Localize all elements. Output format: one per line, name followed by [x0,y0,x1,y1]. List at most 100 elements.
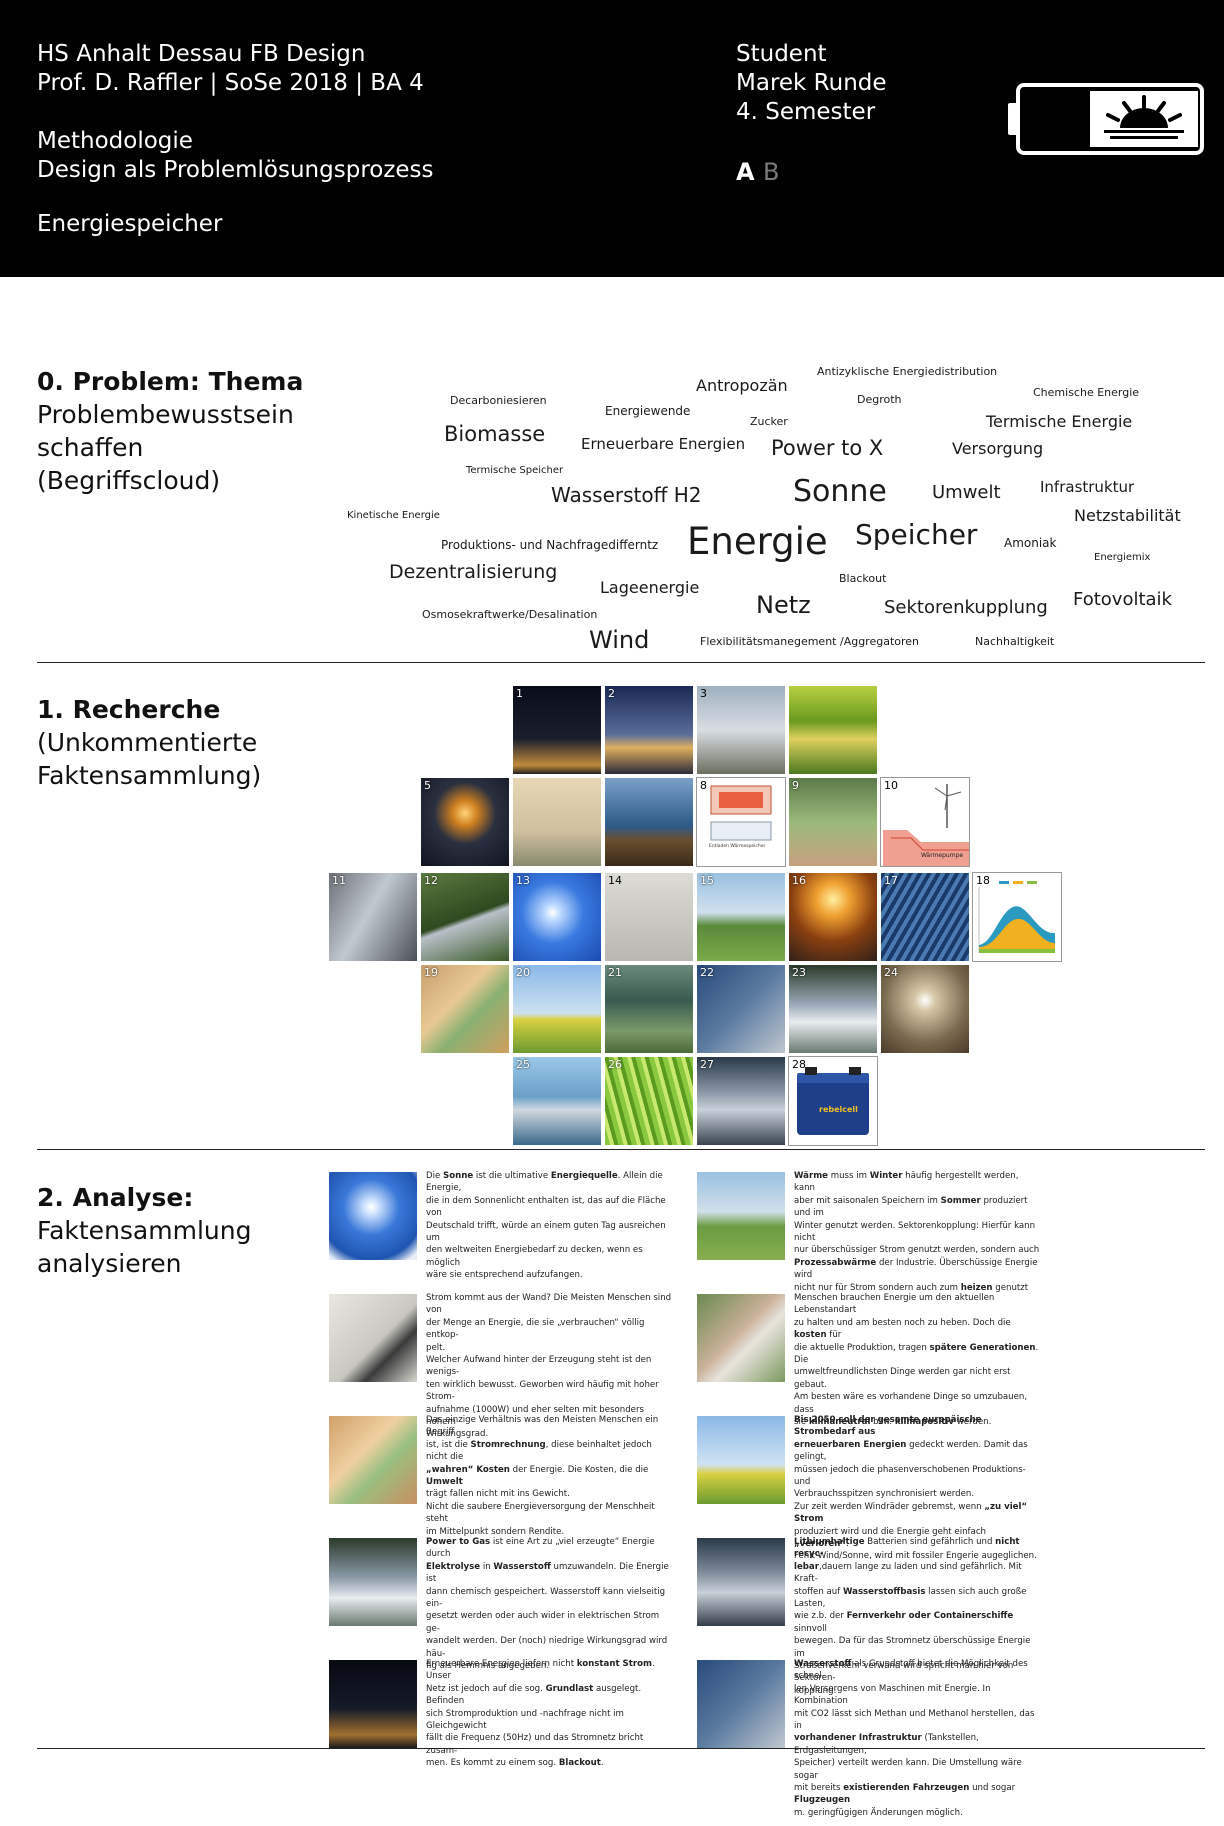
emphasis-text: Umwelt [426,1477,463,1488]
analysis-line: erneuerbaren Energien gedeckt werden. Da… [794,1439,1042,1464]
research-image[interactable]: 24 [881,965,969,1053]
emphasis-text: Wasserstoffbasis [842,1586,926,1597]
cloud-word: Sektorenkupplung [884,597,1048,618]
analysis-line: Straßenverkehr verwand wird spricht man … [794,1660,1042,1685]
image-number: 27 [700,1058,714,1071]
research-image[interactable] [605,778,693,866]
body-text: men. Es kommt zu einem sog. [426,1758,559,1769]
emphasis-text: existierenden Fahrzeugen [843,1783,970,1794]
emphasis-text: Power to Gas [426,1537,491,1547]
diagram-caption: Entladen Wärmespeicher [709,844,766,849]
body-text: Batterien sind gefährlich und [864,1537,996,1547]
analysis-image[interactable] [329,1660,417,1748]
research-image[interactable]: 12 [421,873,509,961]
research-image[interactable]: 14 [605,873,693,961]
research-image[interactable] [513,778,601,866]
research-image[interactable]: 27 [697,1057,785,1145]
analysis-image[interactable] [329,1172,417,1260]
emphasis-text: konstant Strom [576,1659,652,1669]
section-divider [37,1748,1205,1749]
research-image[interactable]: 21 [605,965,693,1053]
analysis-image[interactable] [697,1660,785,1748]
cloud-word: Termische Speicher [466,465,564,476]
research-image[interactable]: 9 [789,778,877,866]
body-text: gesetzt werden oder auch wider in elektr… [426,1611,660,1634]
body-text: sich Stromproduktion und -nachfrage nich… [426,1708,624,1732]
image-number: 16 [792,874,806,887]
analysis-line: Power to Gas ist eine Art zu „viel erzeu… [426,1536,674,1561]
body-text: dann chemisch gespeichert. Wasserstoff k… [426,1586,666,1610]
body-text: produziert und im [794,1195,1028,1219]
cloud-word: Blackout [839,572,887,585]
cloud-word: Osmosekraftwerke/Desalination [422,608,598,621]
analysis-image[interactable] [697,1416,785,1504]
research-image[interactable]: 20 [513,965,601,1053]
analysis-image[interactable] [329,1416,417,1504]
image-number: 13 [516,874,530,887]
research-image[interactable]: 13 [513,873,601,961]
analysis-line: Deutschald trifft, würde an einem guten … [426,1220,674,1245]
research-image[interactable]: 16 [789,873,877,961]
body-text: Am besten wäre es vorhandene Dinge so um… [794,1392,1028,1415]
emphasis-text: Winter [869,1171,903,1181]
research-image[interactable]: 3 [697,686,785,774]
analysis-line: aufnahme (1000W) und eher selten mit bes… [426,1404,674,1429]
image-number: 23 [792,966,806,979]
analysis-image[interactable] [329,1294,417,1382]
research-image[interactable]: 22 [697,965,785,1053]
research-image[interactable]: 25 [513,1057,601,1145]
research-image[interactable]: 1 [513,686,601,774]
research-image[interactable]: 19 [421,965,509,1053]
emphasis-text: Elektrolyse [426,1561,481,1572]
body-text: in [480,1561,494,1572]
section-subtitle-line: schaffen [37,433,144,462]
analysis-line: nicht nur für Strom sondern auch zum hei… [794,1282,1042,1294]
analysis-line: Fehlt Wind/Sonne, wird mit fossiler Enge… [794,1550,1042,1562]
research-image[interactable]: 5 [421,778,509,866]
emphasis-text: Blackout [558,1758,601,1769]
analysis-image[interactable] [329,1538,417,1626]
version-b-label[interactable]: B [762,158,780,186]
research-image[interactable] [789,686,877,774]
body-text: mit bereits [794,1783,844,1794]
research-image[interactable]: 23 [789,965,877,1053]
research-image[interactable]: 11 [329,873,417,961]
emphasis-text: Sommer [940,1195,981,1206]
research-image[interactable]: 26 [605,1057,693,1145]
analysis-image[interactable] [697,1538,785,1626]
research-image[interactable]: Entladen Wärmespeicher 8 [696,777,786,867]
analysis-paragraph: Menschen brauchen Energie um den aktuell… [794,1292,1042,1428]
body-text: ,dauern lange zu laden und sind gefährli… [794,1561,1022,1585]
research-image[interactable]: 2 [605,686,693,774]
image-number: 8 [700,779,707,792]
emphasis-text: vorhandener Infrastruktur [794,1733,922,1744]
research-image[interactable]: 18 [972,872,1062,962]
body-text: sie [794,1417,809,1428]
emphasis-text: Lithiumhaltige [794,1537,865,1547]
image-number: 28 [792,1058,806,1071]
section-subtitle-line: Problembewusstsein [37,400,294,429]
analysis-paragraph: Wasserstoff als Grundstoff bietet die Mö… [794,1658,1042,1819]
body-text: . [846,1539,849,1550]
body-text: (Tankstellen, Erdgasleitungen, [794,1733,979,1756]
body-text: ausgelegt. Befinden [426,1683,642,1707]
analysis-image[interactable] [697,1172,785,1260]
analysis-line: Winter genutzt werden. Sektorenkopplung:… [794,1220,1042,1245]
cloud-word: Erneuerbare Energien [581,435,746,453]
body-text: kopplung. [794,1685,837,1696]
analysis-line: Elektrolyse in Wasserstoff umzuwandeln. … [426,1561,674,1586]
research-image[interactable]: 15 [697,873,785,961]
analysis-image[interactable] [697,1294,785,1382]
analysis-line: len Versorgens von Maschinen mit Energie… [794,1683,1042,1708]
version-a-label[interactable]: A [736,158,755,186]
research-image[interactable]: 17 [881,873,969,961]
section-heading: 1. Recherche [37,695,221,724]
header-info-line: HS Anhalt Dessau FB Design [37,41,366,67]
body-text: zu halten und am besten noch zu heben. D… [794,1317,1011,1328]
body-text: aber mit saisonalen Speichern im [794,1195,941,1206]
analysis-line: wie z.b. der Fernverkehr oder Containers… [794,1610,1042,1635]
body-text: len Versorgens von Maschinen mit Energie… [794,1683,991,1707]
